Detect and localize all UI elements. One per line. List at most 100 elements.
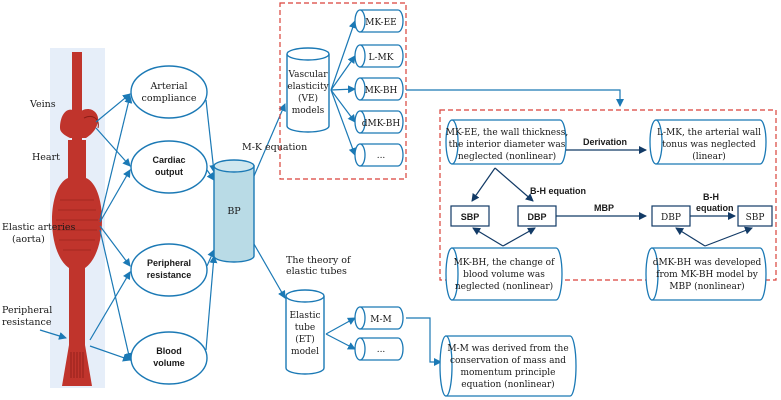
dbp-box: DBP xyxy=(517,205,557,227)
detail-l-mk: L-MK, the arterial wall tonus was neglec… xyxy=(649,119,767,165)
detail-box xyxy=(439,109,777,281)
detail-line: conservation of mass and xyxy=(450,356,566,366)
heart-label: Heart xyxy=(32,152,60,163)
peripheral-arrow xyxy=(39,329,67,340)
ve-item-label: dMK-BH xyxy=(362,119,401,129)
factor-line: Arterial xyxy=(149,81,187,92)
dbp2-box: DBP xyxy=(651,205,691,227)
ve-item-dmk-bh: dMK-BH xyxy=(354,110,404,134)
ve-line: elasticity xyxy=(287,82,329,92)
detail-line: MK-EE, the wall thickness, xyxy=(446,128,568,138)
detail-line: momentum principle xyxy=(460,368,555,378)
mk-ee-to-dbp xyxy=(494,167,534,202)
peripheral-resistance-label: Peripheral xyxy=(2,305,52,316)
dbp-label: DBP xyxy=(527,212,546,222)
bp-cylinder: BP xyxy=(213,159,255,263)
ve-item-mk-ee: MK-EE xyxy=(354,9,404,33)
dmk-bh-to-sbp xyxy=(704,226,753,247)
factor-line: output xyxy=(155,167,183,177)
et-line: Elastic xyxy=(290,311,321,321)
factor-cardiac-output: Cardiac output xyxy=(130,140,208,194)
factor-line: resistance xyxy=(147,270,192,280)
vessel-shape xyxy=(52,52,102,386)
detail-mk-ee: MK-EE, the wall thickness, the interior … xyxy=(445,119,568,165)
detail-line: (linear) xyxy=(692,151,726,162)
detail-line: from MK-BH model by xyxy=(656,270,759,280)
mbp-label: MBP xyxy=(594,203,614,213)
detail-line: neglected (nonlinear) xyxy=(458,151,556,162)
et-line: (ET) xyxy=(295,334,315,345)
ve-model-cylinder: Vascular elasticity (VE) models xyxy=(286,47,330,133)
detail-mk-bh: MK-BH, the change of blood volume was ne… xyxy=(445,247,563,301)
bh-equation-label: B-H equation xyxy=(530,186,586,196)
factor-arterial-compliance: Arterial compliance xyxy=(130,65,208,119)
ve-item-mk-bh: MK-BH xyxy=(354,77,404,101)
ve-item-label: MK-EE xyxy=(365,18,396,28)
factor-blood-volume: Blood volume xyxy=(130,331,208,385)
et-item-more: ... xyxy=(354,337,404,361)
dbp2-label: DBP xyxy=(661,213,681,223)
factor-line: Peripheral xyxy=(147,258,191,268)
bh-label-2b: equation xyxy=(696,203,734,213)
detail-line: M-M was derived from the xyxy=(447,344,568,354)
et-to-more xyxy=(325,333,356,350)
detail-mm: M-M was derived from the conservation of… xyxy=(439,335,577,397)
elastic-arteries-label: Elastic arteries xyxy=(2,222,76,233)
ve-item-more: ... xyxy=(354,143,404,167)
et-item-label: ... xyxy=(377,345,386,355)
et-to-mm xyxy=(325,317,356,335)
mk-bh-to-sbp xyxy=(472,227,504,247)
sbp2-box: SBP xyxy=(737,205,773,227)
factor-line: compliance xyxy=(142,93,197,104)
ve-item-label: ... xyxy=(377,151,386,161)
sbp-box: SBP xyxy=(450,205,490,227)
elastic-tubes-label-1: The theory of xyxy=(286,255,352,266)
bh-label-2a: B-H xyxy=(703,192,719,202)
elastic-tubes-label-2: elastic tubes xyxy=(286,266,347,277)
detail-line: neglected (nonlinear) xyxy=(455,281,553,292)
detail-line: L-MK, the arterial wall xyxy=(657,128,761,138)
aorta-label: (aorta) xyxy=(12,234,45,245)
et-item-label: M-M xyxy=(370,315,391,325)
mm-to-detail-arrow xyxy=(406,317,442,366)
bp-to-et-arrow xyxy=(253,243,286,299)
mk-ee-to-sbp xyxy=(471,167,496,202)
anatomy-to-factor-arrows xyxy=(89,93,133,362)
derivation-label: Derivation xyxy=(583,137,627,147)
ve-models-box xyxy=(279,2,407,180)
anatomy-panel xyxy=(50,48,105,388)
sbp-label: SBP xyxy=(461,212,480,222)
et-line: tube xyxy=(295,323,316,333)
ve-fan-arrows xyxy=(330,20,357,156)
veins-label: Veins xyxy=(29,99,56,110)
ve-item-label: L-MK xyxy=(369,53,394,63)
detail-line: the interior diameter was xyxy=(449,140,566,150)
factor-peripheral-resistance: Peripheral resistance xyxy=(130,243,208,297)
detail-line: MK-BH, the change of xyxy=(454,258,555,268)
ve-line: (VE) xyxy=(298,93,318,104)
detail-line: equation (nonlinear) xyxy=(461,379,554,390)
ve-item-label: MK-BH xyxy=(365,86,398,96)
et-model-cylinder: Elastic tube (ET) model xyxy=(285,289,325,375)
peripheral-resistance-label-2: resistance xyxy=(2,317,52,328)
et-item-mm: M-M xyxy=(354,306,404,330)
detail-line: MBP (nonlinear) xyxy=(669,281,744,292)
factor-to-bp-arrows xyxy=(205,99,218,351)
et-line: model xyxy=(291,347,319,357)
factor-line: Cardiac xyxy=(152,155,185,165)
ve-line: models xyxy=(292,106,325,116)
ve-to-detail-arrow xyxy=(406,89,624,107)
detail-dmk-bh: dMK-BH was developed from MK-BH model by… xyxy=(645,247,767,301)
sbp2-label: SBP xyxy=(746,213,765,223)
mk-equation-label: M-K equation xyxy=(242,142,307,153)
ve-line: Vascular xyxy=(287,70,328,80)
detail-line: blood volume was xyxy=(463,270,545,280)
ve-item-l-mk: L-MK xyxy=(354,44,404,68)
factor-line: volume xyxy=(153,358,185,368)
detail-line: tonus was neglected xyxy=(662,140,756,150)
detail-line: dMK-BH was developed xyxy=(653,258,762,268)
factor-line: Blood xyxy=(156,346,182,356)
bp-label: BP xyxy=(227,206,241,217)
dmk-bh-to-dbp xyxy=(675,227,706,247)
